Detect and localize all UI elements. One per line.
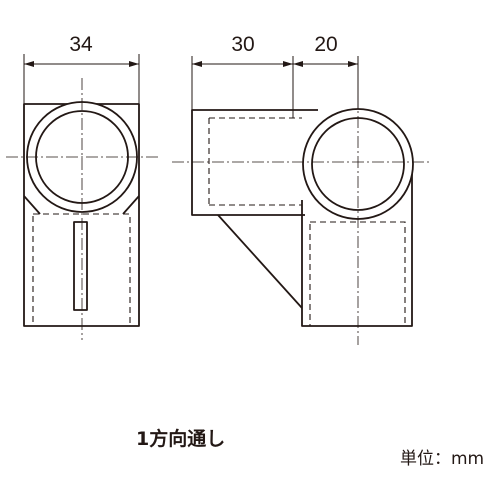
drawing-caption: 1方向通し (136, 428, 226, 450)
left-lower-pipe-hidden (32, 213, 131, 327)
left-body-chamfer (23, 195, 140, 215)
arrow-right-34 (129, 61, 139, 67)
arrow-right-20 (348, 61, 358, 67)
arrow-left-34 (24, 61, 34, 67)
dimension-label-30: 30 (231, 33, 254, 56)
unit-label: 単位：mm (400, 449, 485, 469)
left-view: 34 (6, 33, 160, 340)
arrow-left-30 (192, 61, 202, 67)
right-horizontal-pipe-hidden (208, 117, 302, 206)
arrow-left-20 (293, 61, 303, 67)
right-vertical-pipe-outline (301, 172, 413, 327)
arrow-right-30 (283, 61, 293, 67)
left-body-outline (23, 103, 140, 327)
right-horizontal-pipe-outline (191, 109, 318, 216)
right-brace-diagonal (217, 214, 303, 309)
right-vertical-pipe-hidden (309, 221, 406, 327)
dimension-label-34: 34 (69, 33, 93, 56)
dimension-label-20: 20 (314, 33, 337, 56)
left-slit (73, 221, 88, 311)
right-view: 30 20 (172, 33, 432, 345)
